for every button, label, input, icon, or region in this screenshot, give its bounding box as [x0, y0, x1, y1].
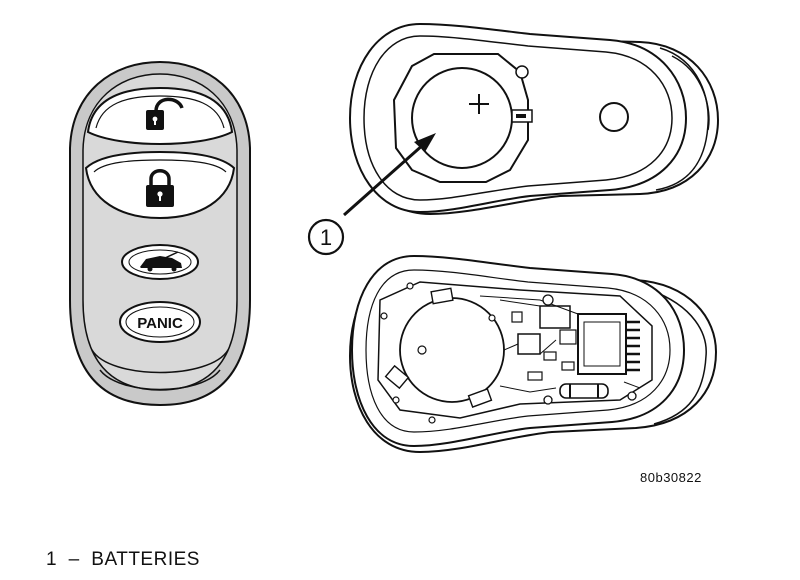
legend-entry: 1 – BATTERIES — [46, 549, 200, 571]
socket-pin — [417, 345, 427, 355]
legend-separator: – — [68, 549, 80, 570]
fob-bottom-rib — [99, 369, 221, 391]
circuit-board — [377, 281, 653, 419]
battery-callout: 1 — [307, 133, 436, 256]
panic-button-label: PANIC — [137, 315, 183, 332]
legend-label: BATTERIES — [91, 549, 200, 570]
component-small — [561, 361, 575, 371]
chip-pins — [626, 320, 640, 372]
battery-holder — [392, 53, 529, 183]
socket-pin — [488, 314, 496, 322]
screw-hole — [380, 312, 388, 320]
panic-button[interactable]: PANIC — [119, 301, 201, 343]
chip-large — [577, 313, 627, 375]
circuit-traces — [479, 295, 641, 393]
screw-hole — [542, 294, 554, 306]
crystal-oscillator — [559, 383, 609, 399]
component-small — [543, 351, 557, 361]
crystal-stripes — [569, 384, 599, 398]
screw-hole — [428, 416, 436, 424]
fob-back-shell-rim — [671, 55, 710, 131]
callout-arrow-line — [343, 142, 425, 217]
callout-arrowhead — [414, 133, 436, 152]
coin-battery — [411, 67, 513, 169]
battery-socket-clip — [467, 388, 493, 408]
key-ring-hole — [599, 102, 629, 132]
key-fob-front: PANIC — [69, 60, 251, 407]
battery-socket-clip — [430, 287, 454, 305]
battery-socket — [399, 297, 505, 403]
callout-circle — [307, 218, 345, 256]
callout-number: 1 — [320, 225, 332, 250]
figure-code: 80b30822 — [640, 470, 702, 485]
battery-contact-tab — [511, 109, 533, 123]
car-trunk-icon — [140, 251, 182, 272]
fob-back-shell-rim — [655, 47, 709, 191]
component-block — [559, 329, 577, 345]
screw-hole — [406, 282, 414, 290]
chip-inner — [583, 321, 621, 367]
fob-opened-battery-view — [348, 22, 720, 216]
component-block — [517, 333, 541, 355]
battery-socket-clip — [384, 364, 410, 390]
fob-circuit-board-view — [348, 254, 718, 454]
component-small — [511, 311, 523, 323]
screw-hole — [392, 396, 400, 404]
component-small — [527, 371, 543, 381]
fob-back-shell-rim — [649, 289, 707, 425]
fob-bottom-rib — [91, 349, 229, 374]
screw-hole — [627, 391, 637, 401]
fob-front-shell-inner — [363, 35, 673, 201]
alignment-pin — [515, 65, 529, 79]
fob-front-shell-inner — [365, 269, 671, 433]
legend-number: 1 — [46, 549, 58, 570]
lock-padlock-icon — [146, 169, 174, 207]
battery-plus-sign — [469, 94, 489, 114]
unlock-padlock-icon — [146, 97, 184, 130]
screw-hole — [543, 395, 553, 405]
